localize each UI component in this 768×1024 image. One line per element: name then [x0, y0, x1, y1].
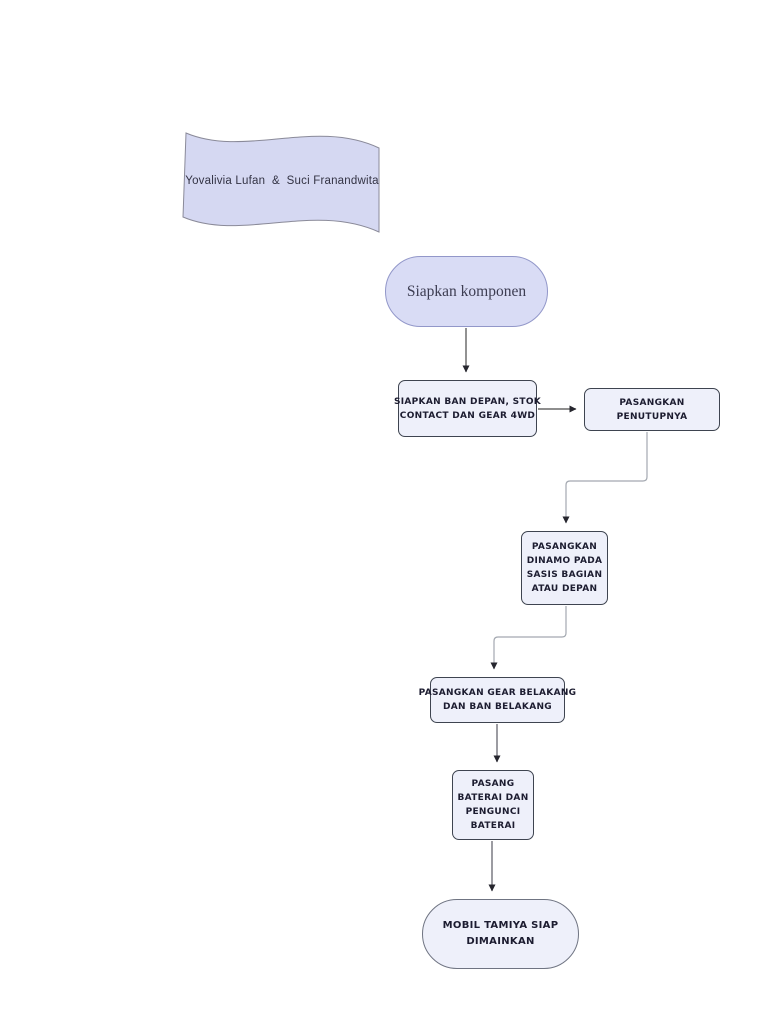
node-start-label: Siapkan komponen	[406, 282, 527, 300]
node-end-terminator: MOBIL TAMIYA SIAP DIMAINKAN	[422, 899, 579, 969]
node-step3-line: ATAU DEPAN	[531, 584, 598, 594]
node-end-line: DIMAINKAN	[466, 936, 535, 947]
node-step3-line: SASIS BAGIAN	[526, 570, 603, 580]
node-step3-line: PASANGKAN	[531, 542, 598, 552]
node-step4-process: PASANGKAN GEAR BELAKANG DAN BAN BELAKANG	[419, 677, 576, 723]
node-step3-line: DINAMO PADA	[526, 556, 603, 566]
node-step5-line: PASANG	[471, 779, 515, 789]
node-start-terminator: Siapkan komponen	[385, 256, 548, 327]
node-step2-line: PASANGKAN	[619, 397, 685, 408]
node-step1-process: SIAPKAN BAN DEPAN, STOK CONTACT DAN GEAR…	[394, 380, 541, 437]
node-end-line: MOBIL TAMIYA SIAP	[442, 920, 559, 931]
authors-label: Yovalivia Lufan & Suci Franandwita	[185, 175, 379, 187]
node-step1-line: CONTACT DAN GEAR 4WD	[399, 410, 536, 421]
node-step5-line: PENGUNCI	[465, 807, 521, 817]
node-step1-line: SIAPKAN BAN DEPAN, STOK	[393, 396, 542, 407]
node-step5-line: BATERAI	[470, 821, 516, 831]
node-step4-line: DAN BAN BELAKANG	[443, 702, 552, 712]
node-step2-line: PENUTUPNYA	[616, 411, 688, 422]
node-step5-process: PASANG BATERAI DAN PENGUNCI BATERAI	[452, 770, 534, 840]
authors-flag-shape	[182, 132, 380, 233]
node-step3-process: PASANGKAN DINAMO PADA SASIS BAGIAN ATAU …	[521, 531, 608, 605]
connector-step3-to-step4	[490, 606, 567, 670]
node-step2-process: PASANGKAN PENUTUPNYA	[584, 388, 720, 431]
node-step5-line: BATERAI DAN	[457, 793, 529, 803]
connector-step2-to-step3	[562, 432, 648, 524]
node-step4-line: PASANGKAN GEAR BELAKANG	[418, 688, 577, 698]
